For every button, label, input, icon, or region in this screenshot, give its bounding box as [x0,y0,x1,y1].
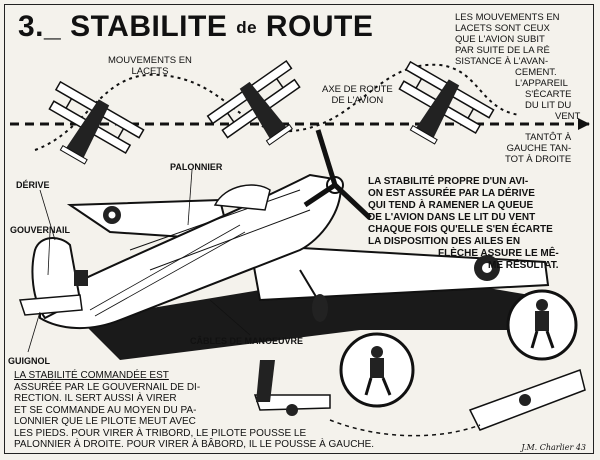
propeller-blade-2 [333,183,372,220]
label-tantot: TANTÔT À GAUCHE TAN- TOT À DROITE [505,132,571,165]
intro-line: VENT [555,111,581,122]
page-frame [4,4,594,454]
propre-line: QUI TEND À RAMENER LA QUEUE [368,200,534,211]
commandee-line: LONNIER QUE LE PILOTE MEUT AVEC [14,416,196,427]
commandee-line: ET SE COMMANDE AU MOYEN DU PA- [14,404,197,416]
tail-marking [74,270,88,286]
commandee-line: PALONNIER À DROITE. POUR VIRER À BÂBORD,… [14,439,375,450]
yaw-path [34,63,521,151]
main-aircraft [18,129,560,360]
propre-line: LA STABILITÉ PROPRE D'UN AVI- [368,176,529,187]
label-derive: DÉRIVE [16,180,50,190]
intro-line: DU LIT DU [525,100,572,111]
intro-text: LES MOUVEMENTS EN LACETS SONT CEUX QUE L… [455,12,580,122]
label-line: DE L'AVION [331,95,384,106]
title-dash: _ [44,10,71,43]
right-wing [248,243,550,302]
label-line: MOUVEMENTS EN [108,55,192,66]
label-palonnier: PALONNIER [170,162,223,172]
label-cables: CÂBLES DE MANOEUVRE [190,336,304,346]
intro-line: S'ÉCARTE [525,89,572,100]
control-cable [89,224,241,311]
propre-line: ON EST ASSURÉE PAR LA DÉRIVE [368,188,535,199]
commandee-line: LA STABILITÉ COMMANDÉE EST [14,370,169,381]
biplane-right [398,60,495,145]
label-line: GAUCHE TAN- [506,143,572,154]
propre-line: ME RÉSULTAT. [488,260,559,271]
label-gouvernail: GOUVERNAIL [10,225,71,235]
propre-line: CHAQUE FOIS QU'ELLE S'EN ÉCARTE [368,224,553,235]
title-word1: STABILITE [70,10,228,43]
title-number: 3. [18,10,45,43]
artist-signature: J.M. Charlier 43 [521,443,586,452]
stabilite-propre-text: LA STABILITÉ PROPRE D'UN AVI- ON EST ASS… [368,176,559,272]
stabilite-commandee-text: LA STABILITÉ COMMANDÉE EST ASSURÉE PAR L… [14,370,374,451]
intro-line: SISTANCE À L'AVAN- [455,56,549,67]
label-line: AXE DE ROUTE [322,84,393,95]
intro-line: L'APPAREIL [515,78,568,89]
axis-arrowhead [578,118,590,130]
wheel [312,294,328,322]
propre-line: DE L'AVION DANS LE LIT DU VENT [368,212,536,223]
cockpit [213,184,271,211]
intro-line: QUE L'AVION SUBIT [455,34,545,45]
propeller-blade-1 [315,129,338,186]
propeller-blade-3 [303,182,337,208]
title-word3: ROUTE [265,10,374,43]
commandee-line: ASSURÉE PAR LE GOUVERNAIL DE DI- [14,381,201,393]
label-mouvements: MOUVEMENTS EN LACETS [108,55,192,77]
intro-line: PAR SUITE DE LA RÉ [455,45,550,56]
small-plane-bottom-right [468,369,586,431]
commandee-line: RECTION. IL SERT AUSSI À VIRER [14,393,177,404]
page-title: 3._ STABILITE de ROUTE [18,10,373,44]
label-axe: AXE DE ROUTE DE L'AVION [322,84,393,106]
biplane-left [48,80,145,165]
propre-line: LA DISPOSITION DES AILES EN [368,236,521,247]
intro-line: CEMENT. [515,67,557,78]
label-line: TOT À DROITE [505,154,572,165]
commandee-line: LES PIEDS. POUR VIRER À TRIBORD, LE PILO… [14,427,307,439]
fuselage [39,173,342,329]
biplane-center [206,59,301,146]
label-guignol: GUIGNOL [8,356,50,366]
intro-line: LACETS SONT CEUX [455,23,550,34]
intro-line: LES MOUVEMENTS EN [455,12,560,23]
title-word2: de [236,18,258,37]
label-line: TANTÔT À [525,132,572,143]
label-line: LACETS [131,66,169,77]
small-plane-bottom-left [253,360,331,416]
tailplane [18,294,83,316]
propre-line: FLÈCHE ASSURE LE MÊ- [438,248,559,259]
fuselage-line [129,189,301,251]
